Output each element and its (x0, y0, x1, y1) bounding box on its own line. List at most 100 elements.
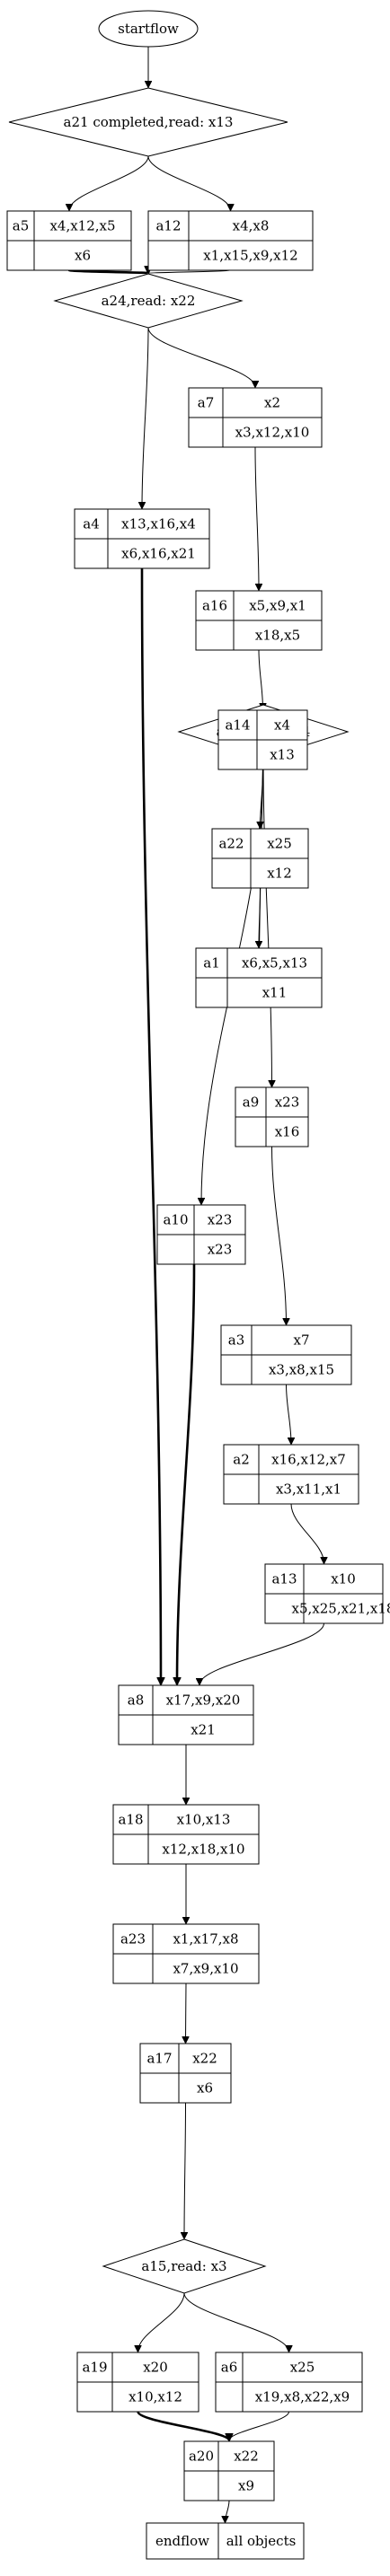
activity-name: a20 (189, 2449, 214, 2465)
activity-outputs: x3,x8,x15 (269, 1362, 334, 1378)
decision-d4: a15,read: x3 (102, 2238, 267, 2294)
activity-a18: a18 x10,x13 x12,x18,x10 (112, 1804, 260, 1865)
activity-name: a10 (163, 1212, 188, 1228)
edge-a23-to-a17 (186, 1983, 187, 2043)
activity-outputs: x21 (191, 1722, 216, 1738)
activity-outputs: x12,x18,x10 (162, 1842, 244, 1858)
activity-outputs: x23 (208, 1242, 233, 1258)
decision-label: a24,read: x22 (102, 293, 196, 309)
edge-a3-to-a2 (286, 1384, 292, 1444)
edge-d1-to-a5 (69, 155, 149, 210)
edge-a16-to-a14 (258, 649, 263, 709)
activity-a7: a7 x2 x3,x12,x10 (188, 387, 323, 448)
decision-label: a15,read: x3 (141, 2258, 226, 2274)
activity-name: a23 (120, 1931, 146, 1947)
decision-d1: a21 completed,read: x13 (8, 87, 288, 157)
activity-a9: a9 x23 x16 (235, 1086, 309, 1147)
activity-a22: a22 x25 x12 (211, 828, 309, 889)
activity-inputs: x22 (192, 2051, 217, 2067)
nodes-layer: startflow a21 completed,read: x13 a24,read… (6, 10, 390, 2560)
activity-outputs: x6 (197, 2080, 213, 2097)
activity-a1: a1 x6,x5,x13 x11 (195, 947, 323, 1008)
activity-outputs: x18,x5 (255, 628, 300, 644)
activity-inputs: x22 (234, 2449, 259, 2465)
edge-a4-to-a8 (140, 567, 161, 1684)
activity-outputs: x5,x25,x21,x18 (292, 1601, 390, 1617)
activity-a12: a12 x4,x8 x1,x15,x9,x12 (147, 210, 314, 271)
edge-a20-to-end (226, 2500, 230, 2522)
activity-outputs: x3,x12,x10 (235, 425, 310, 441)
activity-outputs: x13 (270, 747, 295, 763)
activity-name: a8 (128, 1692, 145, 1709)
activity-name: a17 (146, 2051, 172, 2067)
activity-inputs: x10 (331, 1571, 356, 1587)
activity-inputs: x1,x17,x8 (173, 1931, 238, 1947)
activity-a16: a16 x5,x9,x1 x18,x5 (195, 590, 323, 651)
activity-outputs: x6,x16,x21 (121, 546, 196, 562)
edge-a13-to-a8 (199, 1622, 324, 1684)
activity-outputs: x6 (75, 248, 91, 264)
activity-outputs: x3,x11,x1 (276, 1481, 341, 1498)
edge-d4-to-a19 (138, 2292, 185, 2352)
start-node-label: startflow (118, 21, 179, 37)
activity-inputs: x25 (267, 836, 292, 852)
activity-a23: a23 x1,x17,x8 x7,x9,x10 (112, 1923, 260, 1984)
activity-name: a5 (13, 218, 30, 234)
activity-outputs: x7,x9,x10 (173, 1961, 238, 1977)
activity-name: a18 (118, 1812, 143, 1828)
activity-a17: a17 x22 x6 (139, 2043, 232, 2104)
activity-inputs: x23 (208, 1212, 233, 1228)
decision-label: a21 completed,read: x13 (64, 114, 234, 130)
activity-inputs: x23 (275, 1095, 300, 1111)
activity-a19: a19 x20 x10,x12 (76, 2352, 199, 2413)
activity-name: a12 (155, 218, 181, 234)
end-node-value: all objects (226, 2533, 297, 2549)
activity-inputs: x4,x8 (233, 218, 270, 234)
activity-a20: a20 x22 x9 (183, 2440, 275, 2501)
activity-inputs: x16,x12,x7 (271, 1452, 346, 1468)
activity-inputs: x20 (143, 2360, 168, 2376)
activity-a2: a2 x16,x12,x7 x3,x11,x1 (223, 1444, 359, 1505)
activity-inputs: x6,x5,x13 (242, 955, 307, 971)
activity-name: a19 (82, 2360, 107, 2376)
activity-outputs: x12 (267, 866, 292, 882)
edge-a7-to-a16 (254, 446, 259, 590)
activity-inputs: x10,x13 (177, 1812, 231, 1828)
activity-name: a6 (221, 2360, 238, 2376)
activity-inputs: x4 (274, 717, 290, 734)
edge-d2-to-a7 (147, 327, 255, 387)
edge-a17-to-d4 (184, 2102, 186, 2238)
activity-name: a4 (83, 516, 100, 532)
activity-name: a2 (233, 1452, 250, 1468)
activity-outputs: x11 (262, 985, 288, 1001)
activity-outputs: x10,x12 (129, 2389, 182, 2405)
edge-d3-to-a9 (262, 758, 272, 1086)
end-node: endflow all objects (146, 2522, 305, 2560)
activity-inputs: x25 (290, 2360, 315, 2376)
edge-a9-to-a3 (271, 1146, 287, 1324)
activity-a10: a10 x23 x23 (156, 1204, 246, 1265)
activity-inputs: x5,x9,x1 (249, 598, 306, 614)
activity-name: a13 (271, 1571, 297, 1587)
activity-name: a9 (243, 1095, 260, 1111)
decision-d2: a24,read: x22 (53, 273, 244, 329)
activity-inputs: x2 (264, 395, 280, 411)
activity-name: a7 (198, 395, 215, 411)
activity-outputs: x9 (238, 2478, 254, 2494)
activity-name: a1 (203, 955, 220, 971)
activity-outputs: x1,x15,x9,x12 (203, 248, 297, 264)
edge-d1-to-a12 (147, 155, 231, 210)
edge-d2-to-a4 (142, 327, 149, 508)
end-node-label: endflow (155, 2533, 209, 2549)
activity-outputs: x16 (275, 1124, 300, 1140)
edge-d4-to-a6 (183, 2292, 289, 2352)
activity-name: a22 (218, 836, 244, 852)
activity-name: a16 (202, 598, 227, 614)
activity-a13: a13 x10 x5,x25,x21,x18 (264, 1563, 390, 1624)
edge-a10-to-a8 (177, 1263, 196, 1684)
